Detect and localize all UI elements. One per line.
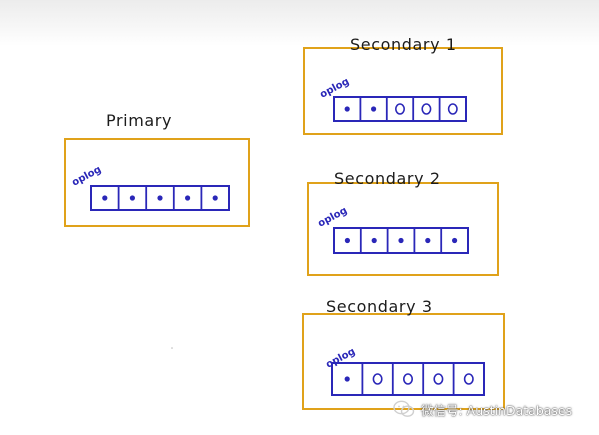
oplog-frame — [333, 96, 467, 122]
oplog-label: oplog — [324, 346, 357, 370]
oplog-entry-pending — [372, 373, 383, 385]
node-primary: Primary oplog — [64, 111, 250, 227]
node-title: Secondary 3 — [326, 297, 433, 316]
oplog-entry-applied — [344, 376, 350, 382]
oplog-entry-applied — [185, 195, 191, 201]
oplog-entry-pending — [394, 103, 405, 115]
node-secondary-3: Secondary 3 oplog — [302, 297, 505, 410]
node-title: Secondary 1 — [350, 35, 457, 54]
oplog-entry-pending — [421, 103, 432, 115]
watermark: 微信号: AustinDatabases — [393, 398, 572, 420]
oplog-frame — [333, 227, 469, 254]
node-border — [307, 182, 499, 276]
oplog-entry-applied — [371, 237, 377, 244]
oplog-strip — [331, 362, 485, 396]
node-secondary-2: Secondary 2 oplog — [307, 169, 499, 276]
oplog-entry-pending — [433, 373, 444, 385]
watermark-text: 微信号: AustinDatabases — [421, 402, 573, 418]
oplog-frame — [90, 185, 230, 211]
node-title: Primary — [106, 111, 172, 130]
stray-mark — [171, 347, 173, 349]
oplog-entry-applied — [129, 195, 135, 201]
wechat-icon — [393, 400, 415, 417]
oplog-entry-applied — [212, 195, 218, 201]
oplog-label: oplog — [70, 164, 103, 188]
oplog-entry-pending — [463, 373, 474, 385]
oplog-entry-pending — [447, 103, 458, 115]
oplog-entry-applied — [371, 106, 377, 112]
oplog-entry-applied — [425, 237, 431, 244]
top-fade — [0, 0, 599, 46]
oplog-strip — [90, 185, 230, 211]
oplog-label: oplog — [316, 205, 349, 229]
oplog-entry-applied — [398, 237, 404, 244]
node-border — [303, 47, 503, 135]
node-border — [64, 138, 250, 227]
oplog-entry-applied — [452, 237, 458, 244]
oplog-entry-applied — [344, 237, 350, 244]
oplog-frame — [331, 362, 485, 396]
oplog-entry-pending — [402, 373, 413, 385]
oplog-entry-applied — [344, 106, 350, 112]
node-border — [302, 313, 505, 410]
oplog-entry-applied — [102, 195, 108, 201]
oplog-strip — [333, 96, 467, 122]
node-title: Secondary 2 — [334, 169, 441, 188]
oplog-entry-applied — [157, 195, 163, 201]
oplog-strip — [333, 227, 469, 254]
